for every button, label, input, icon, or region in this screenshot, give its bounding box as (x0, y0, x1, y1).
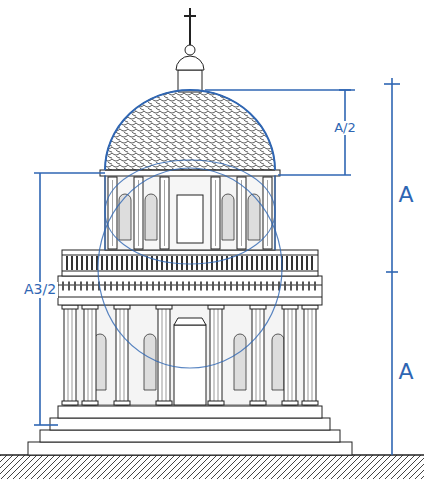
dimension-label: A/2 (332, 121, 358, 135)
dimension-label: A (396, 183, 415, 207)
dimension-label: A3/2 (22, 282, 58, 297)
dimension-label: A (396, 360, 415, 384)
